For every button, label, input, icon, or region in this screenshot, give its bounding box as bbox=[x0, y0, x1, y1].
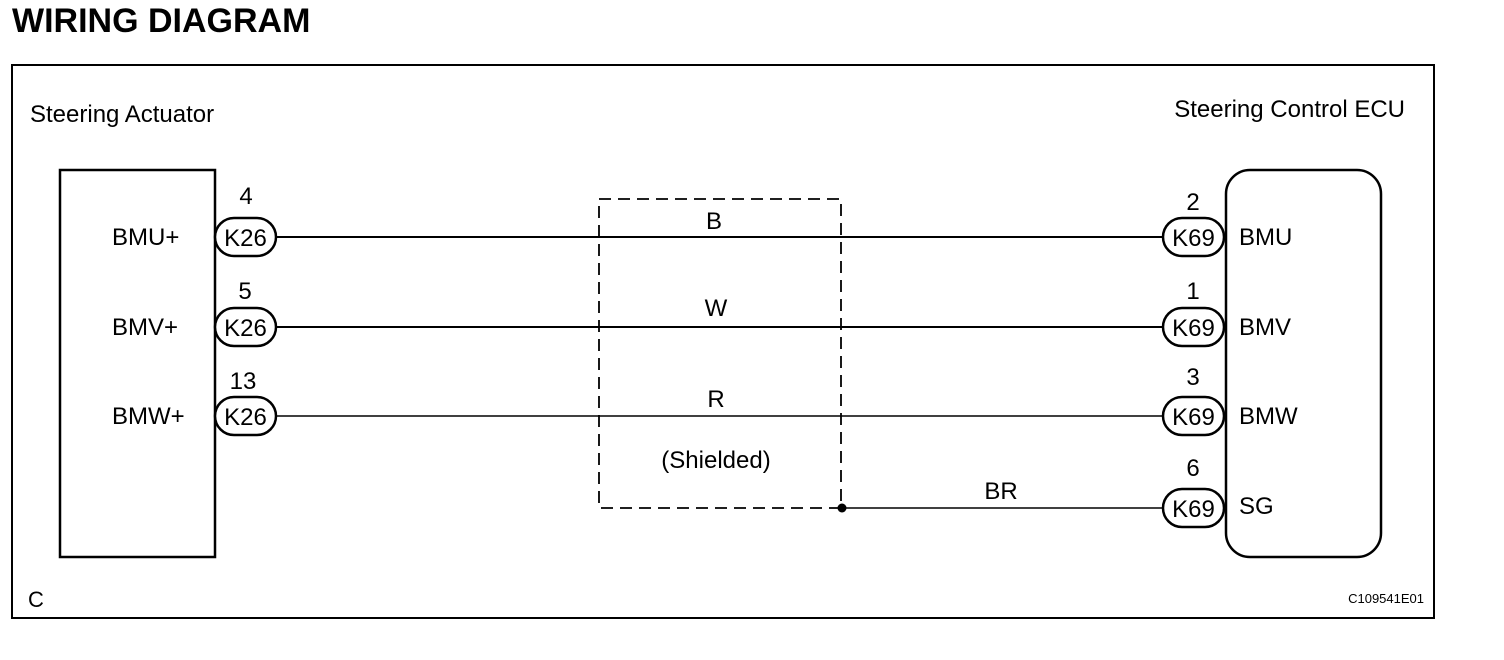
right-pin-number: 1 bbox=[1186, 278, 1199, 305]
left-pin-number: 5 bbox=[238, 278, 251, 305]
corner-label: C bbox=[28, 587, 44, 612]
connector-k69: K69 bbox=[1161, 306, 1226, 348]
steering-actuator-box bbox=[58, 168, 217, 559]
left-pin-label-bmw: BMW+ bbox=[112, 403, 185, 430]
connector-k69: K69 bbox=[1161, 487, 1226, 529]
shield-box bbox=[598, 198, 842, 509]
page-title: WIRING DIAGRAM bbox=[12, 2, 311, 40]
left-pin-label-bmv: BMV+ bbox=[112, 314, 178, 341]
shield-ground-junction bbox=[837, 503, 847, 513]
svg-text:K69: K69 bbox=[1172, 315, 1215, 342]
right-pin-label-bmw: BMW bbox=[1239, 403, 1298, 430]
steering-control-ecu-box bbox=[1224, 168, 1383, 559]
svg-text:K26: K26 bbox=[224, 225, 267, 252]
svg-text:K69: K69 bbox=[1172, 496, 1215, 523]
right-pin-label-sg: SG bbox=[1239, 493, 1274, 520]
right-pin-number: 3 bbox=[1186, 364, 1199, 391]
left-pin-number: 4 bbox=[239, 183, 252, 210]
svg-text:K26: K26 bbox=[224, 315, 267, 342]
left-pin-label-bmu: BMU+ bbox=[112, 224, 179, 251]
diagram-frame bbox=[11, 64, 1435, 619]
connector-k26: K26 bbox=[213, 216, 278, 258]
right-component-name: Steering Control ECU bbox=[1174, 96, 1405, 123]
wire-color-r: R bbox=[707, 386, 724, 413]
figure-code: C109541E01 bbox=[1348, 591, 1424, 606]
wire-color-b: B bbox=[706, 208, 722, 235]
left-component-name: Steering Actuator bbox=[30, 101, 214, 128]
right-pin-number: 6 bbox=[1186, 455, 1199, 482]
connector-k26: K26 bbox=[213, 306, 278, 348]
right-pin-label-bmv: BMV bbox=[1239, 314, 1291, 341]
svg-text:K26: K26 bbox=[224, 404, 267, 431]
right-pin-number: 2 bbox=[1186, 189, 1199, 216]
wire-color-br: BR bbox=[984, 478, 1017, 505]
wire-color-w: W bbox=[705, 295, 728, 322]
connector-k26: K26 bbox=[213, 395, 278, 437]
svg-text:K69: K69 bbox=[1172, 225, 1215, 252]
svg-text:K69: K69 bbox=[1172, 404, 1215, 431]
right-pin-label-bmu: BMU bbox=[1239, 224, 1292, 251]
connector-k69: K69 bbox=[1161, 395, 1226, 437]
left-pin-number: 13 bbox=[230, 368, 257, 395]
shield-label: (Shielded) bbox=[661, 447, 770, 474]
connector-k69: K69 bbox=[1161, 216, 1226, 258]
